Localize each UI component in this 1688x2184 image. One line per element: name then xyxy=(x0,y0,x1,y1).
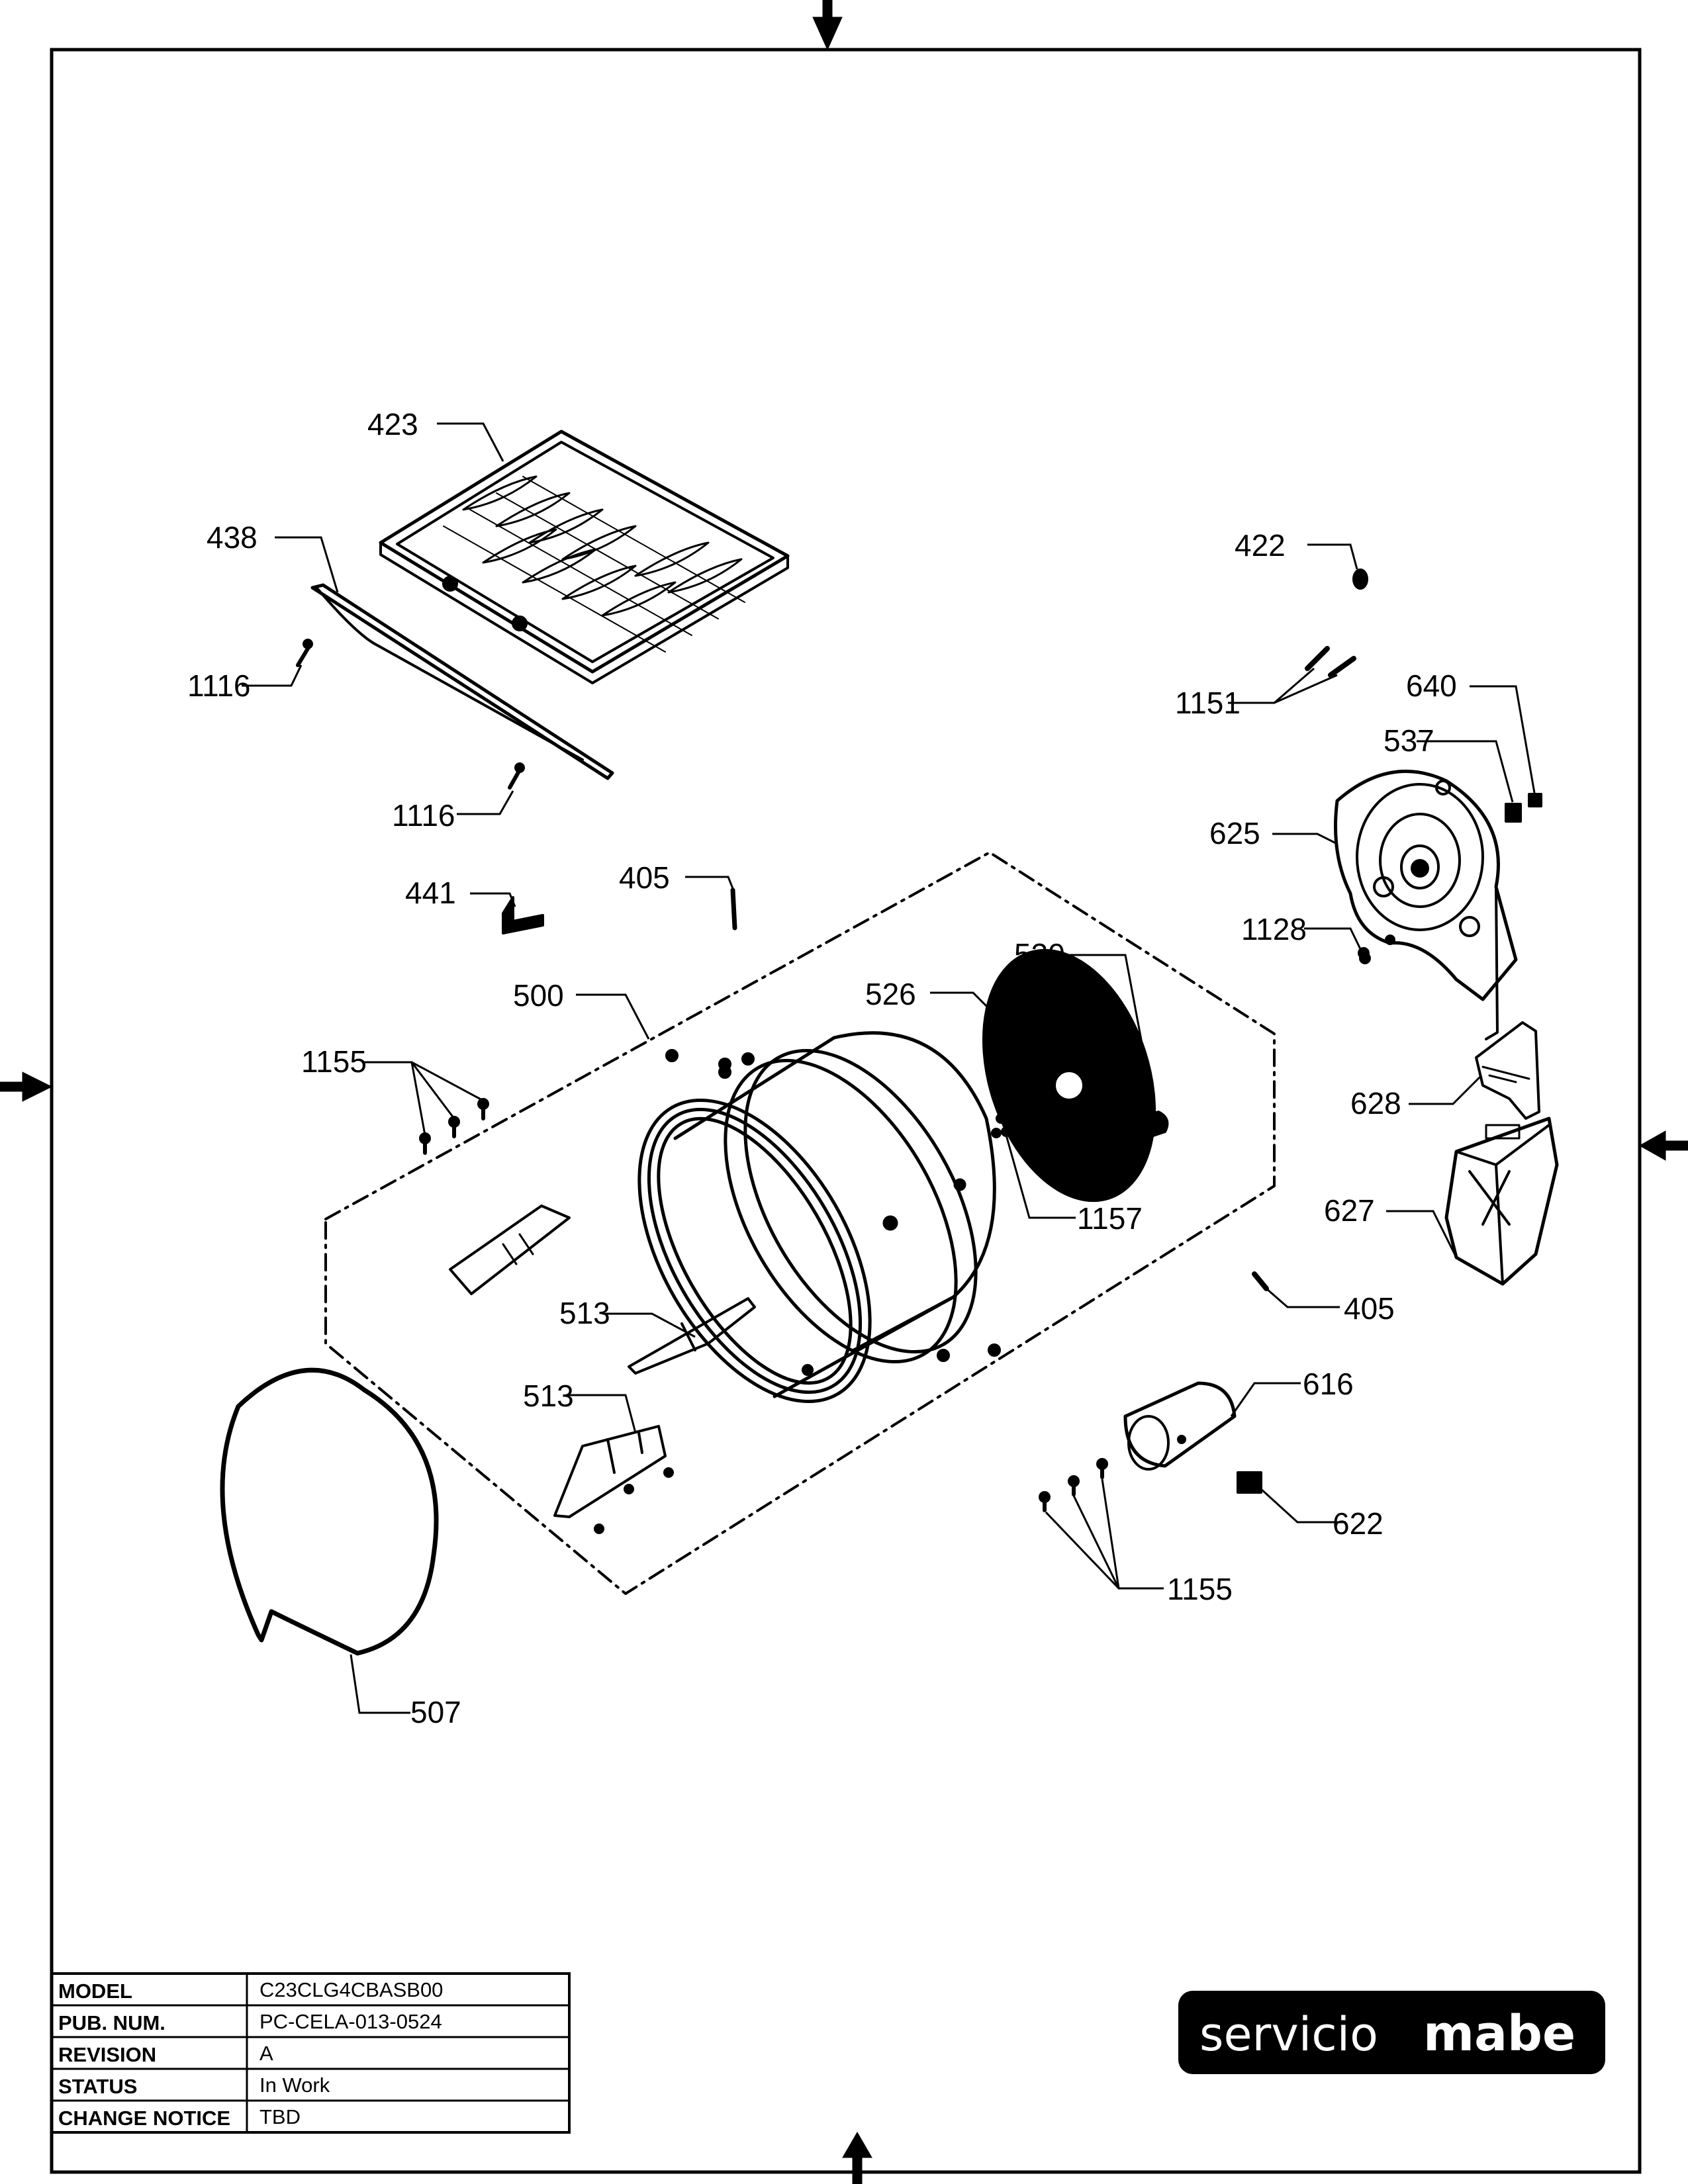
part-513-baffle-upper xyxy=(628,1297,756,1375)
callout-1155: 1155 xyxy=(301,1044,367,1079)
part-640-clip xyxy=(1528,793,1542,807)
tb-value-status: In Work xyxy=(259,2073,330,2097)
callout-438: 438 xyxy=(207,520,258,555)
part-1116-screw-lower xyxy=(508,762,525,790)
callout-640: 640 xyxy=(1406,668,1457,703)
part-422-plug xyxy=(1352,569,1368,590)
part-513-baffle-lower xyxy=(553,1425,674,1534)
drum xyxy=(637,1031,996,1404)
part-405-screw-lower xyxy=(1252,1271,1269,1291)
part-507-drum-seal xyxy=(220,1367,439,1656)
part-627-motor-mount xyxy=(1444,1116,1559,1286)
tb-label-revision: REVISION xyxy=(58,2043,156,2066)
callout-513: 513 xyxy=(523,1379,574,1413)
part-1155-screws-right xyxy=(1039,1458,1108,1512)
callout-405: 405 xyxy=(619,860,670,895)
part-1151-pins xyxy=(1305,646,1356,678)
callout-625: 625 xyxy=(1209,816,1260,850)
part-1155-screws-left xyxy=(419,1098,489,1155)
part-622-switch xyxy=(1237,1471,1262,1494)
part-drum-baffle xyxy=(449,1205,571,1295)
part-1157-screws xyxy=(991,1113,1011,1138)
callout-labels: 423 438 1116 1116 441 405 500 1155 513 5… xyxy=(187,407,1457,1729)
callout-628: 628 xyxy=(1350,1086,1401,1120)
callout-1155: 1155 xyxy=(1167,1572,1233,1606)
part-530-bearing xyxy=(1135,1111,1169,1140)
part-1116-screw-upper xyxy=(296,639,313,667)
tb-label-model: MODEL xyxy=(58,1979,132,2003)
part-423-lint-screen-grille xyxy=(379,430,790,684)
part-616-motor xyxy=(1123,1381,1237,1471)
part-405-screw-upper xyxy=(730,887,737,931)
arrow-left-icon xyxy=(0,1071,53,1102)
arrow-right-icon xyxy=(1638,1130,1688,1161)
callout-537: 537 xyxy=(1383,723,1434,758)
callout-1157: 1157 xyxy=(1077,1201,1143,1236)
title-block: MODEL C23CLG4CBASB00 PUB. NUM. PC-CELA-0… xyxy=(50,1972,571,2134)
tb-label-status: STATUS xyxy=(58,2075,137,2098)
callout-507: 507 xyxy=(410,1695,461,1729)
tb-value-pub-num: PC-CELA-013-0524 xyxy=(259,2010,442,2033)
sheet-border xyxy=(50,48,1642,2174)
part-625-blower-housing xyxy=(1334,769,1518,1040)
part-526-drum-back xyxy=(982,948,1156,1203)
servicio-mabe-logo: servicio mabe xyxy=(1178,1991,1605,2074)
callout-1116: 1116 xyxy=(187,668,251,703)
callout-1151: 1151 xyxy=(1175,686,1241,720)
tb-label-pub-num: PUB. NUM. xyxy=(58,2011,165,2034)
logo-word-mabe: mabe xyxy=(1423,2005,1575,2062)
part-438-screen-frame xyxy=(310,583,614,780)
callout-616: 616 xyxy=(1303,1367,1354,1401)
callout-1128: 1128 xyxy=(1241,912,1307,946)
part-441-bracket xyxy=(502,896,544,934)
callout-627: 627 xyxy=(1324,1193,1375,1228)
callout-422: 422 xyxy=(1235,528,1286,563)
tb-label-change-notice: CHANGE NOTICE xyxy=(58,2107,230,2130)
part-1128-screw xyxy=(1359,952,1371,964)
tb-value-change-notice: TBD xyxy=(259,2105,301,2128)
callout-423: 423 xyxy=(367,407,418,441)
part-537-switch xyxy=(1505,803,1522,823)
drum-screws xyxy=(665,1049,1001,1376)
callout-1116: 1116 xyxy=(392,798,455,833)
callout-513: 513 xyxy=(559,1296,610,1330)
tb-value-revision: A xyxy=(259,2042,273,2065)
arrow-bottom-icon xyxy=(842,2132,872,2184)
callout-526: 526 xyxy=(865,977,916,1011)
tb-value-model: C23CLG4CBASB00 xyxy=(259,1978,443,2001)
logo-word-servicio: servicio xyxy=(1199,2007,1378,2062)
callout-500: 500 xyxy=(513,978,564,1013)
callout-530: 530 xyxy=(1014,937,1065,972)
callout-441: 441 xyxy=(405,876,456,910)
part-628-bracket xyxy=(1475,1021,1540,1120)
callout-405: 405 xyxy=(1344,1291,1395,1326)
callout-622: 622 xyxy=(1333,1506,1383,1541)
arrow-top-icon xyxy=(812,0,843,51)
part-500-drum-assembly-outline xyxy=(324,851,1276,1595)
leader-lines xyxy=(242,422,1536,1714)
